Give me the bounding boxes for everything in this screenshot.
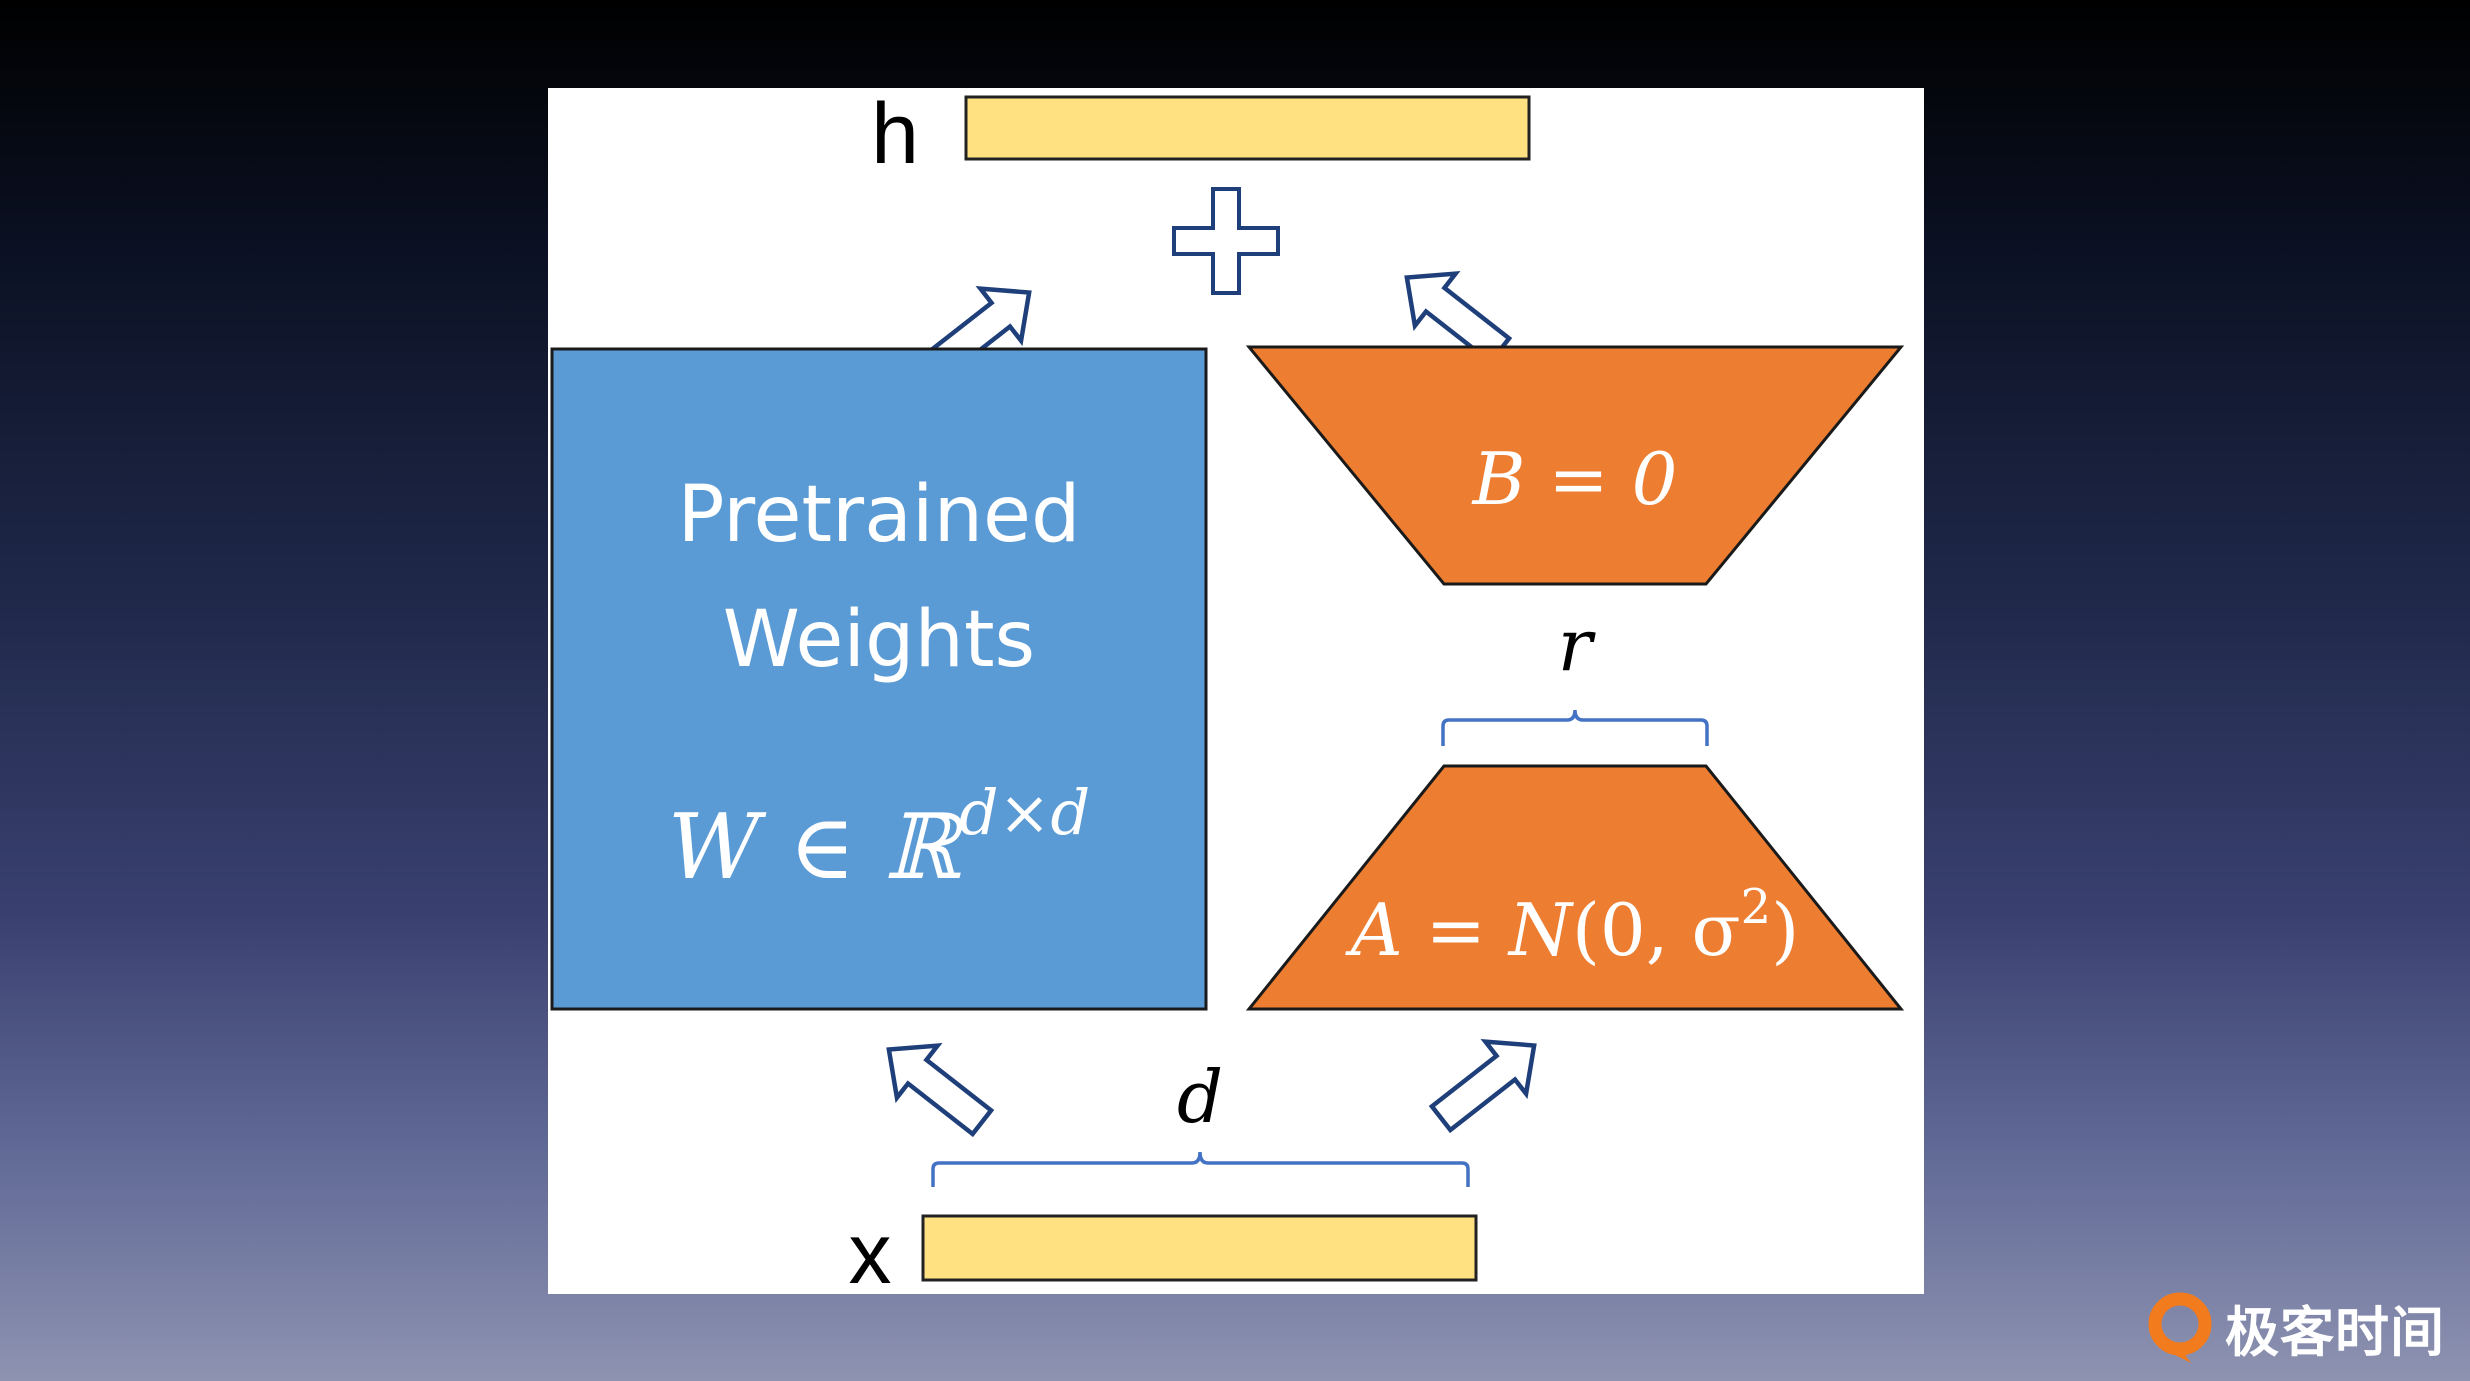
input-label: x bbox=[849, 1206, 892, 1302]
rank-label: r bbox=[1558, 603, 1596, 687]
output-vector-h bbox=[964, 95, 1531, 161]
pretrained-label-line1: Pretrained bbox=[677, 470, 1080, 560]
pretrained-weights-block bbox=[550, 347, 1208, 1011]
matrix-a-formula: A = N(0, σ2) bbox=[1345, 879, 1800, 972]
geekbang-logo-icon bbox=[2148, 1292, 2212, 1363]
arrow-up-left-bottom bbox=[886, 1043, 995, 1138]
brand-watermark: 极客时间 bbox=[2145, 1288, 2445, 1367]
brand-name: 极客时间 bbox=[2225, 1301, 2445, 1364]
dim-brace bbox=[931, 1151, 1470, 1187]
output-label: h bbox=[871, 86, 919, 182]
input-vector-x bbox=[921, 1214, 1478, 1282]
pretrained-label-line2: Weights bbox=[723, 595, 1035, 685]
arrow-up-right-bottom bbox=[1428, 1039, 1537, 1134]
rank-brace bbox=[1441, 709, 1709, 746]
pretrained-formula: W ∈ ℝd×d bbox=[668, 776, 1090, 900]
plus-icon bbox=[1172, 187, 1280, 295]
dim-label: d bbox=[1177, 1055, 1223, 1139]
matrix-b-block bbox=[1245, 345, 1905, 586]
matrix-b-formula: B = 0 bbox=[1471, 437, 1678, 521]
matrix-a-block bbox=[1245, 764, 1905, 1011]
arrow-up-left-top bbox=[1404, 271, 1513, 366]
